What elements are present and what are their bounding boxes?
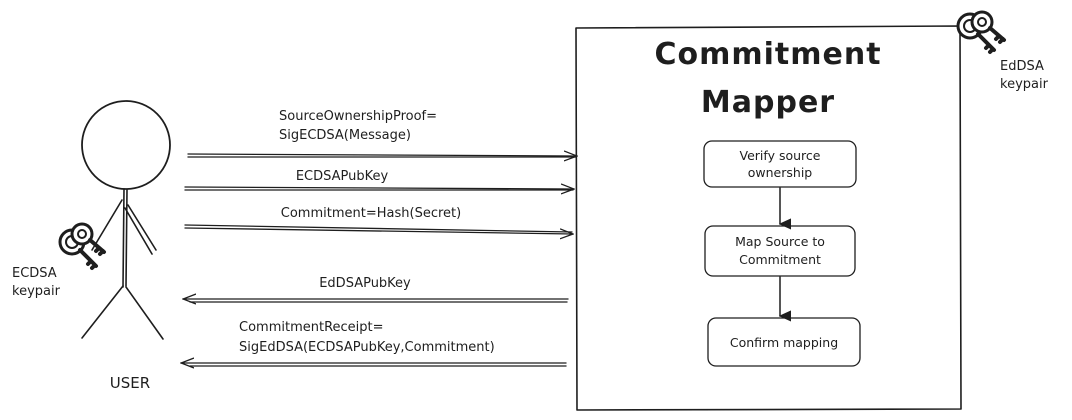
- step-3-line1: Confirm mapping: [730, 335, 838, 350]
- message-ecdsa-pubkey: ECDSAPubKey: [184, 169, 574, 190]
- step-verify-source-ownership: Verify source ownership: [703, 140, 857, 188]
- eddsa-keypair-line1: EdDSA: [1000, 59, 1044, 74]
- step-2-line2: Commitment: [739, 252, 821, 267]
- stick-figure-icon: [81, 100, 171, 340]
- message-1-line2: SigECDSA(Message): [279, 128, 411, 143]
- message-eddsa-pubkey: EdDSAPubKey: [183, 276, 569, 302]
- step-map-source-to-commitment: Map Source to Commitment: [704, 225, 856, 277]
- message-commitment-hash: Commitment=Hash(Secret): [184, 206, 573, 234]
- ecdsa-keypair-line1: ECDSA: [12, 266, 57, 281]
- ecdsa-keypair-line2: keypair: [12, 284, 61, 299]
- commitment-mapper-box: Commitment Mapper: [575, 25, 962, 411]
- message-4-label: EdDSAPubKey: [319, 276, 411, 291]
- message-commitment-receipt: CommitmentReceipt= SigEdDSA(ECDSAPubKey,…: [181, 320, 567, 366]
- message-2-label: ECDSAPubKey: [296, 169, 389, 184]
- step-2-line1: Map Source to: [735, 234, 825, 249]
- user-label: USER: [110, 374, 150, 392]
- key-icon: [956, 10, 1006, 54]
- message-5-line2: SigEdDSA(ECDSAPubKey,Commitment): [239, 340, 495, 355]
- mapper-title-line1: Commitment: [654, 37, 881, 72]
- message-5-line1: CommitmentReceipt=: [239, 320, 384, 335]
- message-1-line1: SourceOwnershipProof=: [279, 109, 437, 124]
- key-icon: [58, 222, 106, 270]
- mapper-title-line2: Mapper: [701, 85, 835, 120]
- step-1-line2: ownership: [748, 165, 813, 180]
- message-source-ownership-proof: SourceOwnershipProof= SigECDSA(Message): [187, 109, 577, 157]
- step-1-line1: Verify source: [740, 148, 821, 163]
- eddsa-keypair-line2: keypair: [1000, 77, 1049, 92]
- step-confirm-mapping: Confirm mapping: [707, 317, 861, 367]
- message-3-label: Commitment=Hash(Secret): [281, 206, 461, 221]
